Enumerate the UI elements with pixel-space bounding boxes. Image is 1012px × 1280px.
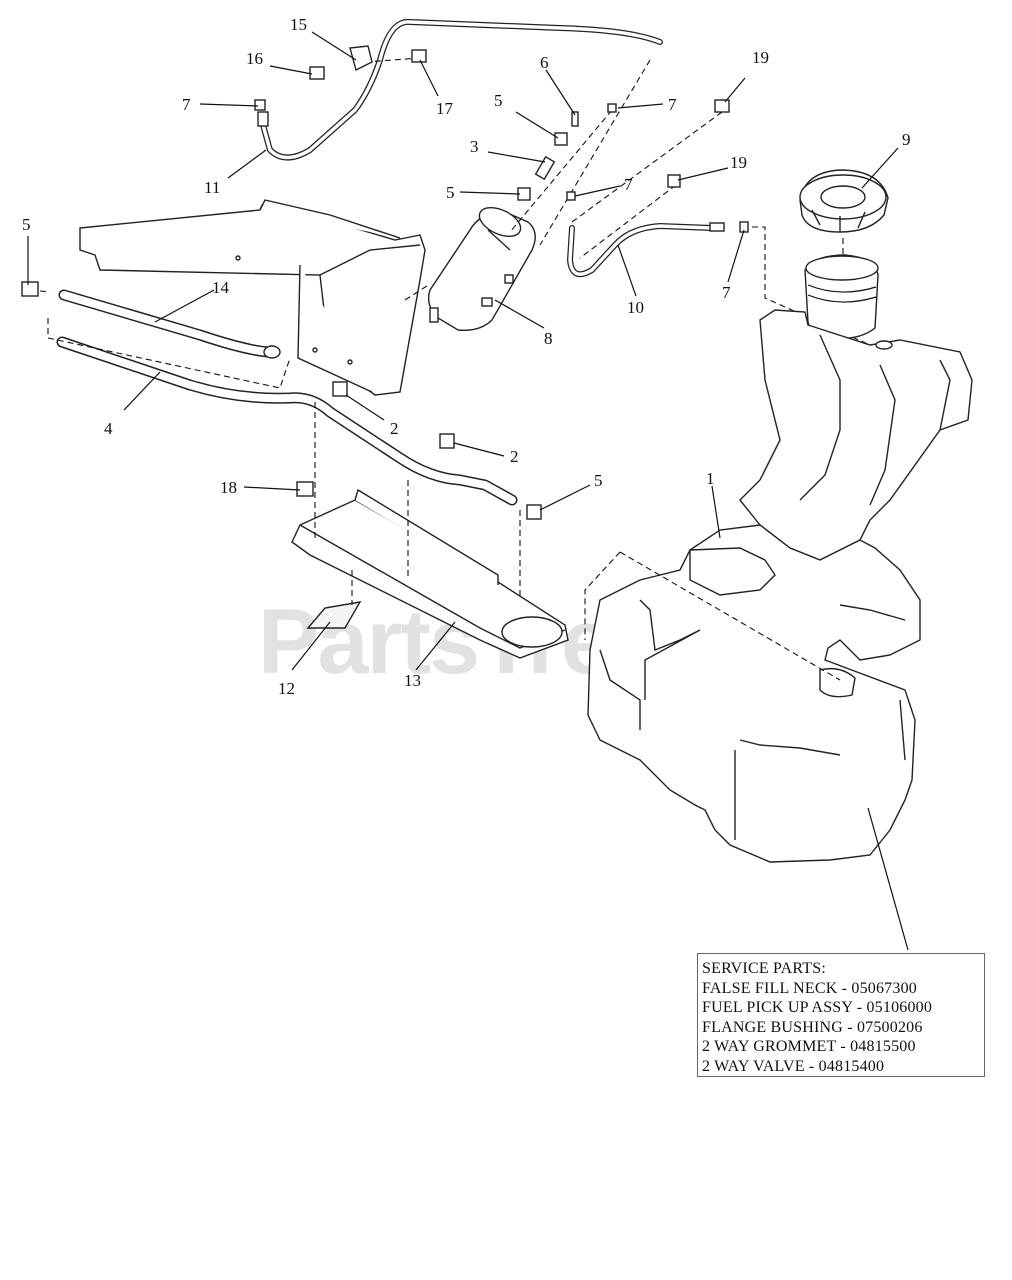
callout-18: 18 bbox=[220, 478, 237, 497]
callout-19: 19 bbox=[752, 48, 769, 67]
callout-1: 1 bbox=[706, 469, 715, 488]
callout-16: 16 bbox=[246, 49, 263, 68]
fuel-line-4 bbox=[56, 336, 518, 506]
service-part-line: FUEL PICK UP ASSY - 05106000 bbox=[702, 999, 933, 1016]
callout-2: 2 bbox=[510, 447, 519, 466]
callout-7: 7 bbox=[182, 95, 191, 114]
callout-3: 3 bbox=[470, 137, 479, 156]
service-part-line: 2 WAY GROMMET - 04815500 bbox=[702, 1038, 916, 1055]
callout-14: 14 bbox=[212, 278, 230, 297]
service-part-line: FALSE FILL NECK - 05067300 bbox=[702, 979, 917, 997]
callout-4: 4 bbox=[104, 419, 113, 438]
vent-hose-11 bbox=[260, 18, 663, 161]
canister-8 bbox=[427, 206, 536, 331]
callout-5: 5 bbox=[494, 91, 503, 110]
callout-7: 7 bbox=[668, 95, 677, 114]
callout-9: 9 bbox=[902, 130, 911, 149]
callout-6: 6 bbox=[540, 53, 549, 72]
callout-labels: 15 16 17 7 11 6 5 7 19 3 5 7 19 9 5 14 1… bbox=[22, 15, 911, 698]
hose-10 bbox=[567, 222, 725, 278]
leader-lines bbox=[27, 31, 909, 951]
callout-12: 12 bbox=[278, 679, 295, 698]
skid-plate-13 bbox=[291, 488, 569, 659]
pad-12 bbox=[306, 601, 362, 629]
callout-5: 5 bbox=[22, 215, 31, 234]
service-part-line: 2 WAY VALVE - 04815400 bbox=[702, 1057, 885, 1075]
fuel-tank-1 bbox=[587, 254, 973, 863]
callout-5: 5 bbox=[594, 471, 603, 490]
callout-7: 7 bbox=[624, 175, 633, 194]
callout-11: 11 bbox=[204, 178, 220, 197]
callout-17: 17 bbox=[436, 99, 454, 118]
callout-2: 2 bbox=[390, 419, 399, 438]
callout-10: 10 bbox=[627, 298, 644, 317]
service-parts-box: SERVICE PARTS: FALSE FILL NECK - 0506730… bbox=[697, 953, 985, 1077]
callout-5: 5 bbox=[446, 183, 455, 202]
mounting-bracket bbox=[79, 199, 426, 396]
fuel-line-14 bbox=[58, 289, 281, 359]
callout-7: 7 bbox=[722, 283, 731, 302]
fuel-cap-9 bbox=[799, 169, 889, 233]
fittings bbox=[21, 45, 749, 520]
service-parts-heading: SERVICE PARTS: bbox=[702, 960, 827, 977]
callout-13: 13 bbox=[404, 671, 421, 690]
callout-15: 15 bbox=[290, 15, 307, 34]
callout-8: 8 bbox=[544, 329, 553, 348]
callout-19: 19 bbox=[730, 153, 747, 172]
service-part-line: FLANGE BUSHING - 07500206 bbox=[702, 1018, 923, 1036]
